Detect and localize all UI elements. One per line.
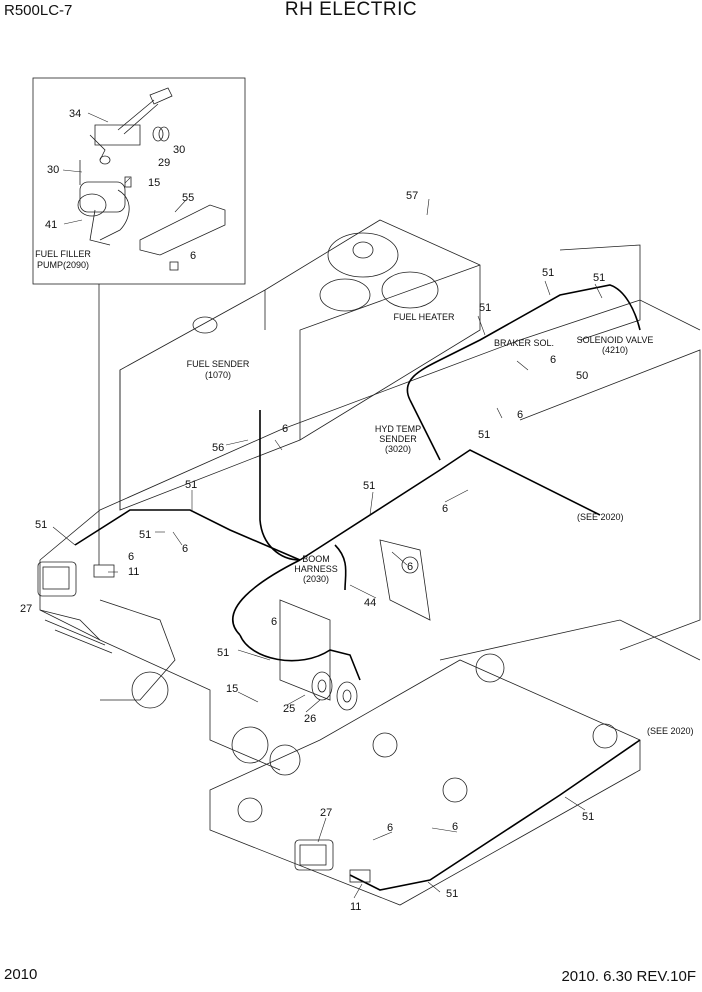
model-code: R500LC-7 xyxy=(4,2,73,19)
callout-25: 25 xyxy=(283,703,295,715)
boom-harness-label: (2030) xyxy=(303,574,329,584)
callout-30: 30 xyxy=(47,164,59,176)
boom-harness-label: BOOM xyxy=(302,554,330,564)
fuel-filler-pump-label: PUMP(2090) xyxy=(37,260,89,270)
callout-51: 51 xyxy=(479,302,491,314)
page-number: 2010 xyxy=(4,966,38,983)
callout-29: 29 xyxy=(158,157,170,169)
fuel-sender-label: FUEL SENDER xyxy=(187,359,250,369)
hyd-temp-sender-label: HYD TEMP xyxy=(375,424,421,434)
fuel-filler-pump-label: FUEL FILLER xyxy=(35,249,91,259)
callout-6: 6 xyxy=(128,551,134,563)
callout-6: 6 xyxy=(550,354,556,366)
hyd-temp-sender-label: (3020) xyxy=(385,444,411,454)
callout-6: 6 xyxy=(190,250,196,262)
fuel-heater-label: FUEL HEATER xyxy=(393,312,455,322)
callout-51: 51 xyxy=(542,267,554,279)
callout-57: 57 xyxy=(406,190,418,202)
callout-51: 51 xyxy=(478,429,490,441)
callout-26: 26 xyxy=(304,713,316,725)
page-title: RH ELECTRIC xyxy=(284,0,418,20)
callout-51: 51 xyxy=(217,647,229,659)
work-lamp-lower xyxy=(294,839,371,883)
see-2020-reference: (SEE 2020) xyxy=(647,726,694,736)
solenoid-valve-label: SOLENOID VALVE xyxy=(577,335,654,345)
hyd-temp-sender-label: SENDER xyxy=(379,434,417,444)
callout-51: 51 xyxy=(582,811,594,823)
callout-50: 50 xyxy=(576,370,588,382)
boom-harness-label: HARNESS xyxy=(294,564,338,574)
callout-6: 6 xyxy=(517,409,523,421)
callout-41: 41 xyxy=(45,219,57,231)
callout-30: 30 xyxy=(173,144,185,156)
fuel-sender-label: (1070) xyxy=(205,370,231,380)
see-2020-reference: (SEE 2020) xyxy=(577,512,624,522)
callout-leaders xyxy=(52,112,603,899)
callout-51: 51 xyxy=(35,519,47,531)
callout-51: 51 xyxy=(185,479,197,491)
callout-6: 6 xyxy=(442,503,448,515)
callout-44: 44 xyxy=(364,597,376,609)
callout-51: 51 xyxy=(139,529,151,541)
callout-27: 27 xyxy=(320,807,332,819)
callout-11: 11 xyxy=(350,901,361,913)
callout-6: 6 xyxy=(182,543,188,555)
callout-11: 11 xyxy=(128,566,139,578)
callout-6: 6 xyxy=(282,423,288,435)
callout-56: 56 xyxy=(212,442,224,454)
callout-51: 51 xyxy=(593,272,605,284)
tank-and-frame-drawing xyxy=(39,219,701,906)
callout-55: 55 xyxy=(182,192,194,204)
callout-34: 34 xyxy=(69,108,81,120)
callout-6: 6 xyxy=(387,822,393,834)
callout-27: 27 xyxy=(20,603,32,615)
callout-15: 15 xyxy=(148,177,160,189)
work-lamp-upper xyxy=(37,561,115,597)
braker-sol-label: BRAKER SOL. xyxy=(494,338,554,348)
callout-6: 6 xyxy=(407,561,413,573)
fuel-filler-pump-drawing xyxy=(77,87,226,271)
horns xyxy=(311,671,358,711)
callout-6: 6 xyxy=(452,821,458,833)
wiring-harness xyxy=(74,284,641,891)
solenoid-valve-label: (4210) xyxy=(602,345,628,355)
callout-51: 51 xyxy=(363,480,375,492)
callout-6: 6 xyxy=(271,616,277,628)
callout-15: 15 xyxy=(226,683,238,695)
revision-date: 2010. 6.30 REV.10F xyxy=(561,968,696,985)
callout-51: 51 xyxy=(446,888,458,900)
inset-frame xyxy=(32,77,246,285)
